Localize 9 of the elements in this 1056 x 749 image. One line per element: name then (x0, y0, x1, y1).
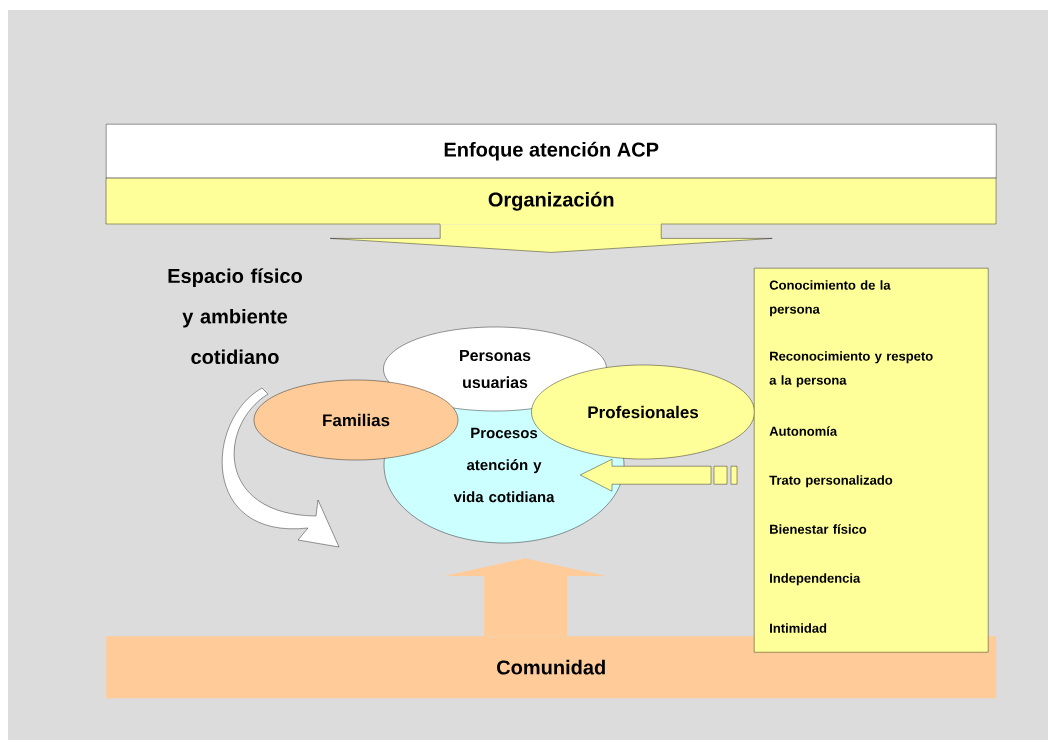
title-box: Enfoque atención ACP (106, 124, 997, 179)
band: Comunidad (106, 636, 997, 699)
arrow (330, 224, 773, 253)
arrow (444, 558, 607, 636)
arrow (580, 459, 738, 492)
arrow (222, 387, 340, 548)
banner-box: Organización (105, 177, 997, 225)
list-box: Conocimiento de la persona Reconocimiento y respeto a la persona Autonomía Trato personalizado Bienestar físico Independencia Intimidad (754, 268, 989, 653)
heading-text: Espacio físico y ambiente cotidiano (168, 268, 302, 365)
